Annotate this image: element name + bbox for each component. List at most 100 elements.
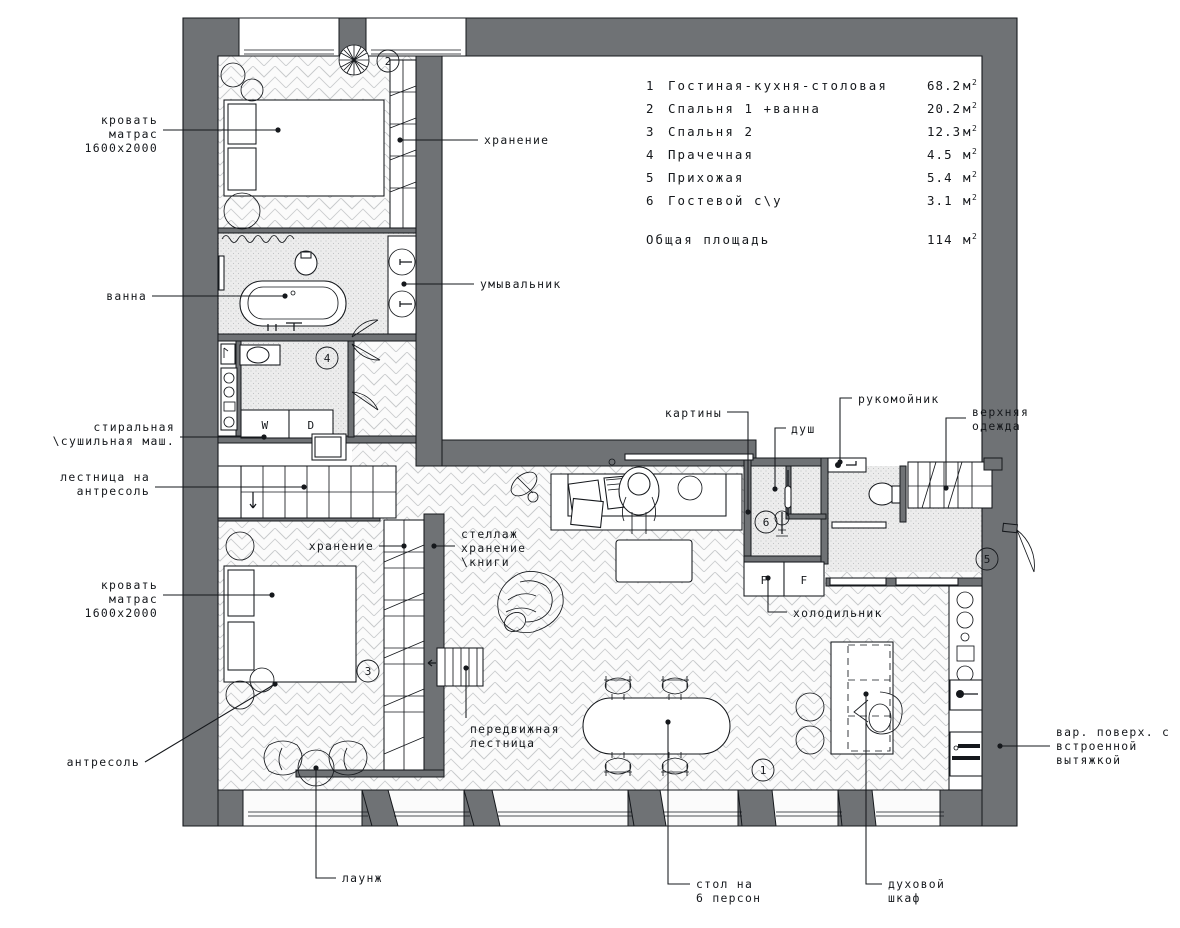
marker-2: 2 [385, 55, 392, 68]
oven [949, 731, 983, 777]
rolling-ladder [427, 647, 484, 687]
svg-text:Гостевой с\у: Гостевой с\у [668, 193, 783, 208]
kitchen-counter [948, 585, 983, 791]
marker-3: 3 [365, 665, 372, 678]
svg-text:м: м [963, 147, 972, 162]
svg-text:3.1: 3.1 [927, 193, 953, 208]
fridge-left-mark: F [760, 574, 767, 587]
dining-chairs [604, 676, 689, 776]
svg-text:Общая площадь: Общая площадь [646, 232, 770, 247]
stool-a [795, 692, 825, 722]
side-table [677, 475, 703, 501]
person-island [853, 691, 903, 735]
lounge-poufs [263, 740, 368, 787]
toilet-guest [868, 482, 901, 506]
svg-text:Прачечная: Прачечная [668, 147, 754, 162]
washer-dryer: W D [240, 409, 334, 439]
svg-text:68.2: 68.2 [927, 78, 961, 93]
bathtub [239, 280, 347, 327]
label-hob-1: вар. поверх. с [1056, 725, 1170, 739]
room-bedroom-1 [220, 44, 417, 230]
label-table6-2: 6 персон [696, 891, 761, 905]
coffee-table [615, 539, 693, 583]
svg-text:6: 6 [646, 193, 654, 208]
room-living-kitchen [497, 466, 983, 791]
svg-text:м: м [963, 78, 972, 93]
svg-text:5: 5 [646, 170, 654, 185]
legend-row-5: 5 Прихожая 5.4 м 2 [646, 170, 978, 185]
dryer-mark: D [307, 419, 314, 432]
label-pictures: картины [665, 406, 722, 420]
label-shower: душ [791, 422, 815, 436]
svg-text:м: м [963, 193, 972, 208]
svg-text:4.5: 4.5 [927, 147, 953, 162]
svg-text:2: 2 [646, 101, 654, 116]
person-sofa [618, 466, 660, 534]
hob [949, 679, 983, 711]
svg-text:2: 2 [972, 101, 978, 110]
bottom-windows [217, 789, 983, 827]
svg-text:Спальня 2: Спальня 2 [668, 124, 754, 139]
svg-text:114: 114 [927, 232, 953, 247]
stairs-to-mezzanine [217, 465, 397, 519]
legend-row-3: 3 Спальня 2 12.3 м 2 [646, 124, 978, 139]
label-hob-2: встроенной [1056, 739, 1138, 753]
outerwear-closet [907, 457, 1003, 509]
marker-5: 5 [984, 553, 991, 566]
svg-text:5.4: 5.4 [927, 170, 953, 185]
label-washbasin: умывальник [480, 277, 562, 291]
marker-4: 4 [324, 352, 331, 365]
marker-6: 6 [763, 516, 770, 529]
label-ladder-1: передвижная [470, 722, 560, 736]
svg-text:2: 2 [972, 124, 978, 133]
svg-text:1: 1 [646, 78, 654, 93]
stool-b [795, 725, 825, 755]
label-bed-bottom-2: матрас [109, 592, 158, 606]
svg-text:2: 2 [972, 147, 978, 156]
label-outerwear-1: верхняя [972, 405, 1029, 419]
storage-wardrobe-top [389, 59, 417, 229]
svg-text:2: 2 [972, 170, 978, 179]
svg-text:Гостиная-кухня-столовая: Гостиная-кухня-столовая [668, 78, 888, 93]
label-storage-mid: хранение [309, 539, 374, 553]
label-washer-2: \сушильная маш. [53, 434, 175, 448]
room-bedroom-2 [223, 519, 484, 787]
legend-row-4: 4 Прачечная 4.5 м 2 [646, 147, 978, 162]
annotation-labels: кровать матрас 1600x2000 ванна стиральна… [53, 113, 1170, 905]
sofa [550, 466, 743, 534]
label-oven-1: духовой [888, 877, 945, 891]
label-mezzanine: антресоль [67, 755, 140, 769]
label-bed-bottom-3: 1600x2000 [85, 606, 158, 620]
label-stairs-2: антресоль [77, 484, 150, 498]
toilet-bath [294, 250, 318, 276]
label-shelf-3: \книги [461, 555, 510, 569]
wc-sink [774, 510, 790, 537]
legend-block: 1 Гостиная-кухня-столовая 68.2 м 2 2 Спа… [646, 78, 978, 247]
svg-text:2: 2 [972, 232, 978, 241]
fridge-right-mark: F [800, 574, 807, 587]
marker-1: 1 [760, 764, 767, 777]
lounge-chair [497, 571, 564, 634]
label-handwash: рукомойник [858, 392, 940, 406]
room-bathroom [218, 235, 417, 338]
label-bed-bottom-1: кровать [101, 578, 158, 592]
label-stairs-1: лестница на [60, 470, 150, 484]
legend-total: Общая площадь 114 м 2 [646, 232, 978, 247]
svg-text:12.3: 12.3 [927, 124, 961, 139]
storage-shelf-mid [383, 519, 425, 771]
label-fridge: холодильник [793, 606, 883, 620]
legend-row-1: 1 Гостиная-кухня-столовая 68.2 м 2 [646, 78, 978, 93]
label-table6-1: стол на [696, 877, 753, 891]
svg-text:Прихожая: Прихожая [668, 170, 744, 185]
laundry-cabinets [220, 367, 238, 431]
label-ladder-2: лестница [470, 736, 535, 750]
dining-table [582, 676, 731, 776]
legend-row-2: 2 Спальня 1 +ванна 20.2 м 2 [646, 101, 978, 116]
label-hob-3: вытяжкой [1056, 753, 1121, 767]
label-bed-top-3: 1600x2000 [85, 141, 158, 155]
plant-icon [338, 44, 370, 76]
label-bath: ванна [106, 289, 147, 303]
svg-text:2: 2 [972, 78, 978, 87]
